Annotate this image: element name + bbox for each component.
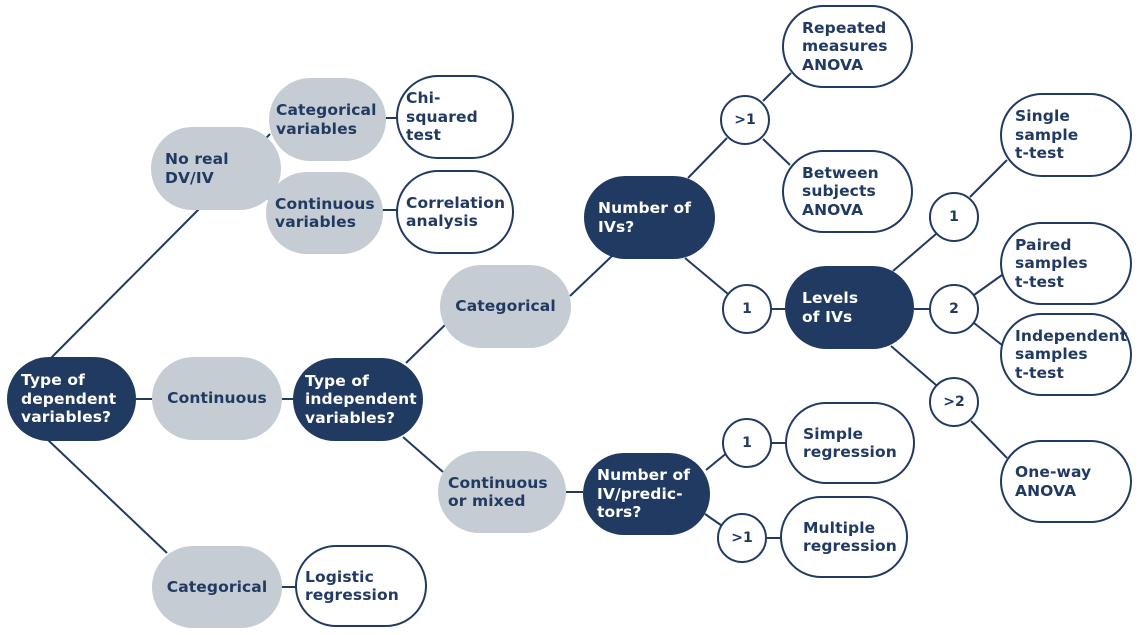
result-single-sample-t-test: Single sample t-test (1000, 93, 1132, 177)
result-simple-regression: Simple regression (785, 402, 915, 484)
node-continuous-variables: Continuous variables (266, 172, 383, 254)
node-categorical-variables: Categorical variables (269, 78, 386, 161)
edge-l1-single (969, 159, 1008, 198)
node-number-of-predictors: Number of IV/predic- tors? (583, 453, 710, 535)
edge-l2-paired (973, 274, 1003, 296)
edge-cativ-numivs (569, 255, 613, 297)
branch-ivs-1: 1 (722, 284, 772, 334)
result-repeated-measures-anova: Repeated measures ANOVA (782, 5, 913, 88)
edge-typeiv-contmixed (402, 436, 444, 473)
node-categorical-dv: Categorical (152, 546, 282, 628)
node-continuous-dv: Continuous (152, 357, 282, 440)
node-type-of-independent-variables: Type of independent variables? (293, 358, 423, 441)
edge-root-categorical (47, 439, 168, 554)
result-one-way-anova: One-way ANOVA (1000, 440, 1132, 523)
edge-gt1-between (762, 138, 791, 166)
node-number-of-ivs: Number of IVs? (584, 176, 715, 259)
edge-root-noreal (49, 207, 201, 360)
edge-gt1-repeated (762, 72, 792, 102)
branch-ivs-more-than-1: >1 (720, 95, 770, 145)
branch-levels-more-than-2: >2 (929, 377, 979, 427)
node-levels-of-ivs: Levels of IVs (785, 266, 914, 349)
node-categorical-iv: Categorical (440, 265, 571, 348)
result-correlation-analysis: Correlation analysis (396, 170, 514, 254)
edge-numivs-gt1 (687, 137, 728, 179)
edge-levels-gt2 (890, 345, 937, 386)
edge-typeiv-cativ (405, 323, 447, 364)
edge-gt2-oneway (970, 420, 1008, 459)
result-chi-squared-test: Chi-squared test (396, 75, 514, 159)
node-type-of-dependent-variables: Type of dependent variables? (7, 357, 136, 441)
branch-predictors-more-than-1: >1 (717, 513, 767, 563)
edge-levels-1 (892, 233, 937, 272)
result-independent-samples-t-test: Independent samples t-test (1000, 313, 1132, 396)
branch-levels-2: 2 (929, 284, 979, 334)
edge-l2-independent (973, 322, 1003, 346)
result-between-subjects-anova: Between subjects ANOVA (782, 150, 913, 233)
edge-numivs-1 (684, 257, 729, 295)
node-no-real-dv-iv: No real DV/IV (151, 127, 281, 210)
result-paired-samples-t-test: Paired samples t-test (1000, 222, 1132, 305)
node-continuous-or-mixed: Continuous or mixed (438, 451, 566, 533)
result-multiple-regression: Multiple regression (780, 496, 908, 578)
branch-levels-1: 1 (929, 192, 979, 242)
branch-predictors-1: 1 (722, 418, 772, 468)
result-logistic-regression: Logistic regression (295, 545, 427, 627)
